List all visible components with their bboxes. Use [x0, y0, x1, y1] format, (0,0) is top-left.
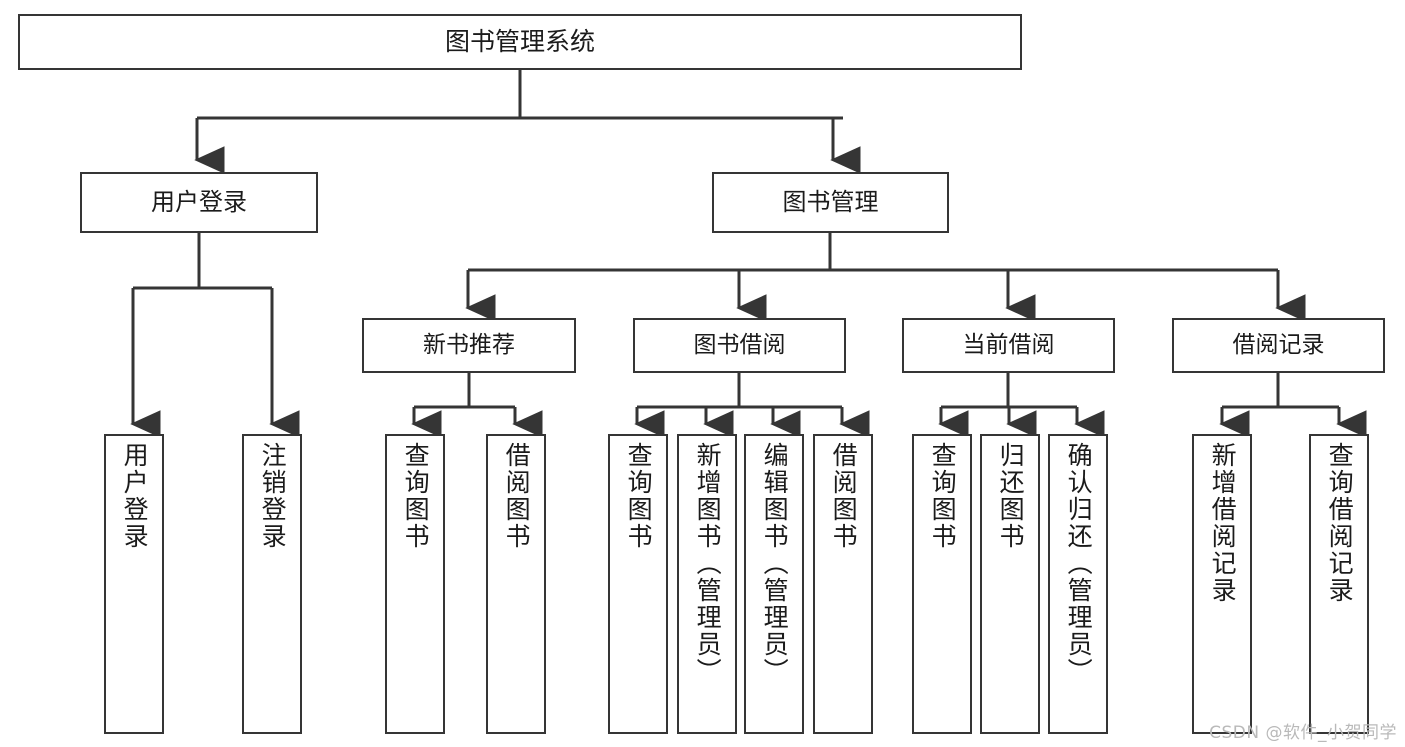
node-label: 新增借阅记录 — [1208, 442, 1238, 604]
watermark-text: CSDN @软件_小贺同学 — [1209, 723, 1397, 743]
node-leaf-return-book[interactable]: 归还图书 — [980, 434, 1040, 734]
node-leaf-borrow-book[interactable]: 借阅图书 — [813, 434, 873, 734]
node-label: 编辑图书（管理员） — [760, 442, 790, 685]
node-label: 图书管理 — [782, 188, 879, 217]
node-label: 归还图书 — [996, 442, 1026, 550]
node-current-borrow[interactable]: 当前借阅 — [902, 318, 1115, 373]
node-label: 新增图书（管理员） — [693, 442, 723, 685]
node-label: 注销登录 — [258, 442, 288, 550]
node-label: 借阅图书 — [502, 442, 532, 550]
node-label: 用户登录 — [151, 188, 247, 217]
node-label: 查询借阅记录 — [1325, 442, 1355, 604]
node-borrow-record[interactable]: 借阅记录 — [1172, 318, 1385, 373]
node-leaf-add-book-admin[interactable]: 新增图书（管理员） — [677, 434, 737, 734]
node-leaf-confirm-return-admin[interactable]: 确认归还（管理员） — [1048, 434, 1108, 734]
node-label: 借阅记录 — [1232, 331, 1325, 358]
node-label: 用户登录 — [120, 442, 150, 550]
node-label: 查询图书 — [401, 442, 431, 550]
node-label: 当前借阅 — [962, 331, 1055, 358]
node-leaf-logout[interactable]: 注销登录 — [242, 434, 302, 734]
node-leaf-query-book[interactable]: 查询图书 — [608, 434, 668, 734]
node-label: 查询图书 — [928, 442, 958, 550]
node-label: 查询图书 — [624, 442, 654, 550]
node-leaf-query-book-recommend[interactable]: 查询图书 — [385, 434, 445, 734]
node-leaf-query-book-current[interactable]: 查询图书 — [912, 434, 972, 734]
node-user-login[interactable]: 用户登录 — [80, 172, 318, 233]
node-book-borrow[interactable]: 图书借阅 — [633, 318, 846, 373]
node-leaf-query-borrow-record[interactable]: 查询借阅记录 — [1309, 434, 1369, 734]
node-leaf-user-login[interactable]: 用户登录 — [104, 434, 164, 734]
node-leaf-add-borrow-record[interactable]: 新增借阅记录 — [1192, 434, 1252, 734]
node-root-book-management-system[interactable]: 图书管理系统 — [18, 14, 1022, 70]
node-label: 借阅图书 — [829, 442, 859, 550]
node-label: 新书推荐 — [423, 331, 515, 358]
node-leaf-borrow-book-recommend[interactable]: 借阅图书 — [486, 434, 546, 734]
node-new-book-recommend[interactable]: 新书推荐 — [362, 318, 576, 373]
node-label: 确认归还（管理员） — [1064, 442, 1094, 685]
node-leaf-edit-book-admin[interactable]: 编辑图书（管理员） — [744, 434, 804, 734]
node-label: 图书管理系统 — [444, 27, 595, 56]
node-label: 图书借阅 — [693, 331, 786, 358]
node-book-management[interactable]: 图书管理 — [712, 172, 949, 233]
